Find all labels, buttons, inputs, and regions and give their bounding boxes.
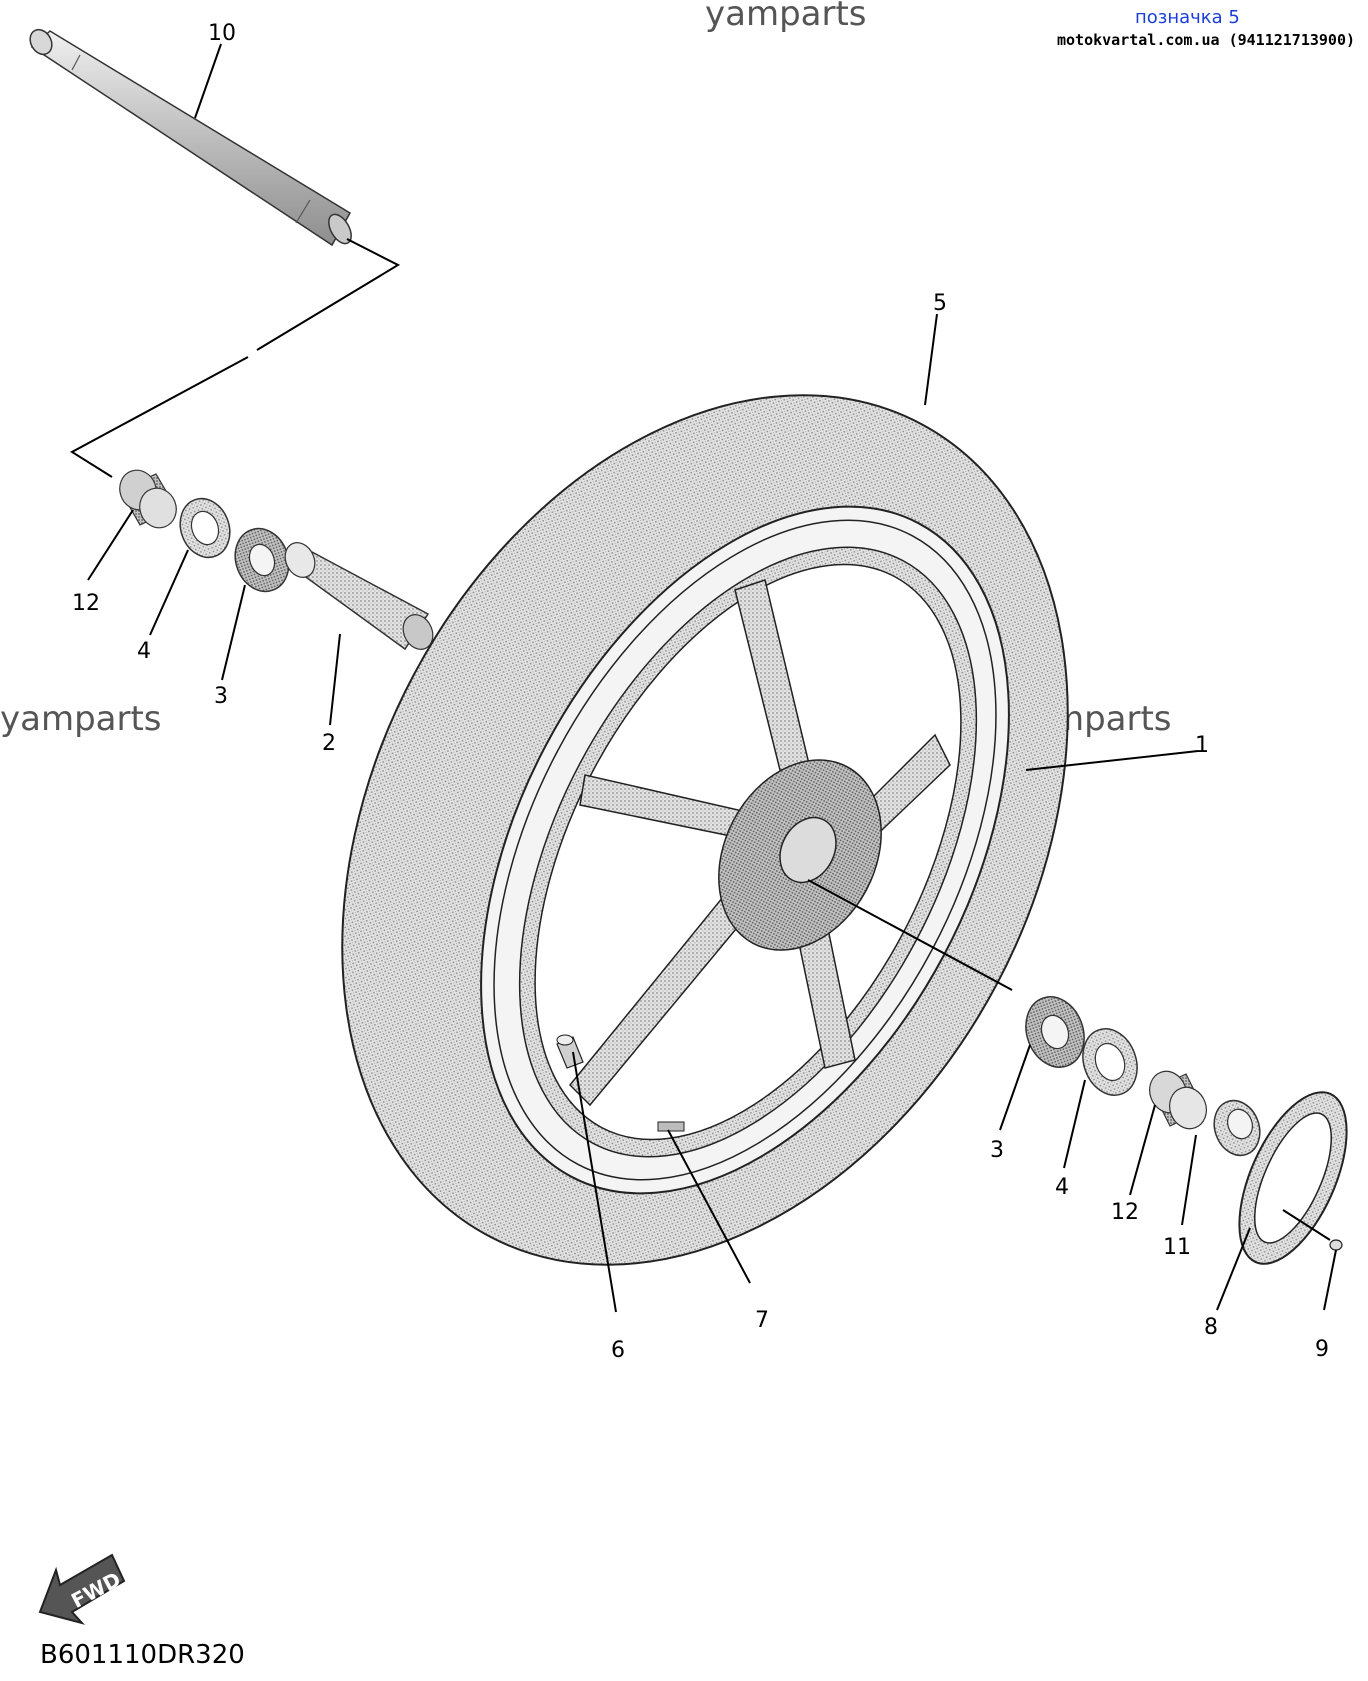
callout-1: 1 <box>1195 733 1209 758</box>
callout-4-left: 4 <box>137 639 151 664</box>
callout-11: 11 <box>1163 1235 1191 1260</box>
callout-6: 6 <box>611 1338 625 1363</box>
fwd-arrow-icon: FWD <box>38 1553 126 1625</box>
part-collar-left <box>119 469 177 529</box>
watermark-top: yamparts <box>705 0 867 34</box>
part-collar-right <box>1149 1070 1207 1130</box>
wheel-spokes <box>568 579 951 1107</box>
callout-12-right: 12 <box>1111 1200 1139 1225</box>
header-title: позначка 5 <box>1135 7 1240 28</box>
part-collar-11 <box>1213 1099 1261 1157</box>
callout-7: 7 <box>755 1308 769 1333</box>
part-bearing-right <box>1025 996 1085 1068</box>
callout-12-left: 12 <box>72 591 100 616</box>
leader-lines <box>87 43 1337 1313</box>
callout-9: 9 <box>1315 1337 1329 1362</box>
part-wheel-tire <box>341 394 1069 1266</box>
part-axle <box>29 28 352 247</box>
callout-2: 2 <box>322 731 336 756</box>
assembly-guide <box>70 238 401 478</box>
diagram-code: B601110DR320 <box>40 1640 245 1670</box>
axis-line-right <box>807 879 1013 991</box>
part-valve <box>556 1034 584 1069</box>
part-bearing-left <box>234 527 290 593</box>
callout-4-right: 4 <box>1055 1175 1069 1200</box>
part-spacer <box>284 542 434 651</box>
callout-3-left: 3 <box>214 684 228 709</box>
part-brake-disc <box>1238 1091 1348 1265</box>
header-source: motokvartal.com.ua (941121713900) <box>1057 31 1355 49</box>
watermark-left: yamparts <box>0 699 162 739</box>
part-balance-weight <box>657 1121 685 1132</box>
callout-8: 8 <box>1204 1315 1218 1340</box>
callout-5: 5 <box>933 291 947 316</box>
part-seal-left <box>179 497 231 559</box>
part-seal-right <box>1082 1028 1138 1096</box>
part-disc-bolt <box>1329 1239 1343 1251</box>
axis-line-disc <box>1282 1209 1331 1241</box>
callout-10: 10 <box>208 21 236 46</box>
callout-3-right: 3 <box>990 1138 1004 1163</box>
